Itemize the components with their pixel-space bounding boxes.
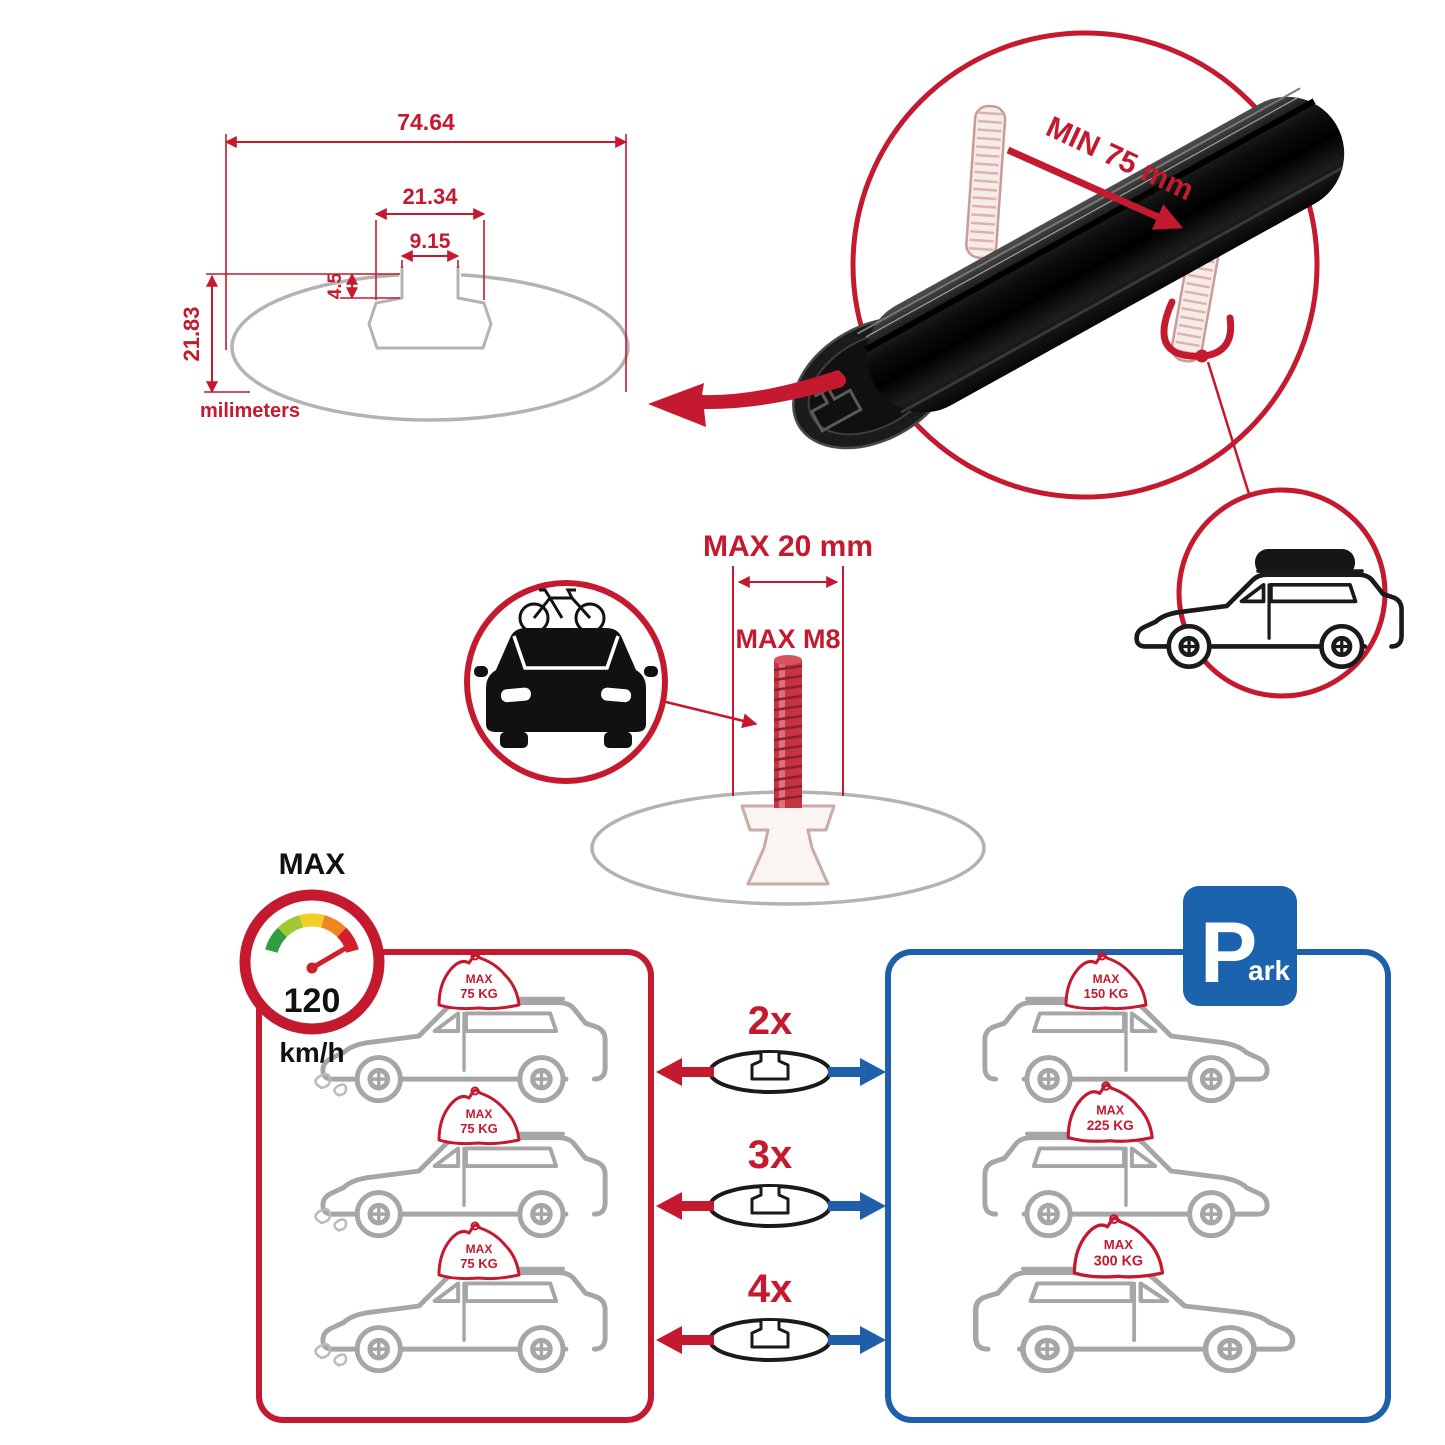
crossbar-3d-icon <box>792 87 1345 450</box>
load-value-label: 150 KG <box>1084 986 1129 1001</box>
load-value-label: 75 KG <box>460 986 498 1001</box>
parking-sign-suffix: ark <box>1248 955 1290 986</box>
headlight-right <box>601 687 632 703</box>
max-length-label: MAX 20 mm <box>703 530 873 563</box>
left-arrow-icon <box>656 1326 714 1354</box>
parking-sign-letter: P <box>1200 905 1257 1001</box>
load-max-label: MAX <box>466 1107 493 1121</box>
speed-limit-badge: MAX 120 km/h <box>239 848 385 1068</box>
detail-circle <box>850 30 1320 500</box>
dim-slot-inner-width-label: 9.15 <box>410 230 451 253</box>
speed-units: km/h <box>279 1037 344 1068</box>
dimension-lines <box>204 134 628 394</box>
crossbar-section-icon <box>708 1050 832 1094</box>
units-label: milimeters <box>200 400 300 422</box>
dim-total-width-label: 74.64 <box>397 109 455 135</box>
bolt-icon <box>773 655 803 808</box>
bolt-diagram: MAX 20 mm MAX M8 <box>590 530 986 906</box>
gauge-needle <box>309 945 349 971</box>
t-slot-adapter-icon <box>740 804 836 886</box>
parked-panel <box>885 949 1391 1423</box>
capacity-comparison: MAX 75 KG MAX 75 KG MAX 75 KG MAX 150 KG… <box>256 886 1391 1423</box>
leader-to-suv <box>1206 361 1251 495</box>
roof-load-icon: MAX 75 KG <box>437 951 521 1011</box>
car-front-body <box>486 628 646 732</box>
multiplier-label: 4x <box>748 1267 793 1311</box>
load-max-label: MAX <box>1104 1237 1134 1252</box>
load-max-label: MAX <box>466 972 493 986</box>
load-value-label: 75 KG <box>460 1121 498 1136</box>
gauge-pivot <box>306 962 318 974</box>
crossbar-profile-diagram: 74.64 21.34 9.15 4.5 21.83 milimeters <box>179 109 630 422</box>
bike-car-view <box>464 580 758 784</box>
load-value-label: 225 KG <box>1087 1118 1134 1133</box>
load-value-label: 300 KG <box>1094 1253 1143 1269</box>
dim-total-height-label: 21.83 <box>179 306 204 361</box>
dim-slot-depth-label: 4.5 <box>325 272 346 299</box>
roof-load-icon: MAX 75 KG <box>437 1221 521 1281</box>
right-arrow-icon <box>828 1326 886 1354</box>
suv-roofbox-view <box>1137 487 1402 699</box>
roof-load-icon: MAX 75 KG <box>437 1086 521 1146</box>
speed-max-label: MAX <box>279 848 346 881</box>
max-thread-label: MAX M8 <box>735 624 840 654</box>
load-max-label: MAX <box>1093 972 1120 986</box>
detail-callout-arrow <box>648 370 847 427</box>
car-front-with-bike-icon <box>474 588 658 748</box>
gauge-arc <box>265 913 359 954</box>
multiplier-label: 2x <box>748 999 793 1043</box>
crossbar-detail-view: MIN 75 mm <box>648 30 1345 500</box>
bolt-dimension-lines <box>732 566 844 796</box>
dim-slot-outer-width-label: 21.34 <box>402 184 458 209</box>
crossbar-section-icon <box>708 1318 832 1362</box>
crossbar-section-icon <box>708 1184 832 1228</box>
clamp-point-dot <box>1195 349 1209 363</box>
u-bolt-upper-icon <box>965 104 1007 260</box>
right-arrow-icon <box>828 1058 886 1086</box>
t-slot-channel-shape <box>367 266 493 350</box>
right-arrow-icon <box>828 1192 886 1220</box>
speed-value: 120 <box>284 982 341 1020</box>
roof-load-icon: MAX 225 KG <box>1066 1080 1154 1143</box>
load-value-label: 75 KG <box>460 1256 498 1271</box>
load-max-label: MAX <box>466 1242 493 1256</box>
min-span-arrow <box>1006 146 1184 230</box>
load-max-label: MAX <box>1096 1103 1125 1117</box>
multiplier-label: 3x <box>748 1133 793 1177</box>
headlight-left <box>500 687 531 703</box>
roof-load-icon: MAX 300 KG <box>1072 1213 1165 1279</box>
windshield-line <box>512 635 620 670</box>
parking-sign: P ark <box>1183 886 1297 1006</box>
leader-to-bolt <box>665 700 758 729</box>
roof-load-icon: MAX 150 KG <box>1064 951 1148 1011</box>
left-arrow-icon <box>656 1192 714 1220</box>
left-arrow-icon <box>656 1058 714 1086</box>
